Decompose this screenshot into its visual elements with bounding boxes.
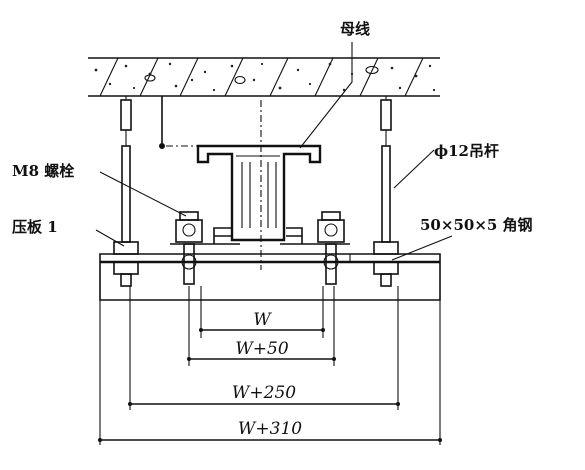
- dimension-label-w-310: W+310: [238, 419, 302, 439]
- dimension-label-w: W: [253, 310, 272, 330]
- dimension-w: [199, 328, 325, 332]
- label-busbar: 母线: [340, 20, 370, 38]
- extension-lines: [99, 286, 441, 445]
- hanger-rod-left: [121, 130, 131, 243]
- bolt-right: [321, 211, 341, 285]
- rod-nut-right: [373, 241, 399, 287]
- rod-nut-left: [113, 241, 139, 287]
- dimension-w-250: [128, 402, 400, 406]
- label-bolt: M8 螺栓: [12, 162, 74, 180]
- anchor-left: [120, 96, 132, 131]
- hanger-rod-right: [381, 130, 391, 243]
- clamp-right: [280, 219, 350, 245]
- dimension-label-w-250: W+250: [232, 383, 296, 403]
- dimension-label-w-50: W+50: [235, 339, 289, 359]
- ceiling-hook: [159, 96, 206, 149]
- clamp-left: [170, 219, 240, 245]
- busbar: [196, 100, 322, 270]
- anchor-right: [380, 96, 392, 131]
- label-rod: ϕ12吊杆: [434, 142, 499, 160]
- concrete-ceiling: [88, 57, 440, 97]
- dimension-w-310: [98, 438, 442, 442]
- angle-steel-base: [99, 253, 441, 301]
- label-plate: 压板 1: [12, 218, 58, 236]
- label-angle-steel: 50×50×5 角钢: [420, 216, 533, 234]
- bolt-left: [179, 211, 199, 285]
- leader-lines: [95, 42, 453, 261]
- dimension-w-50: [187, 357, 336, 361]
